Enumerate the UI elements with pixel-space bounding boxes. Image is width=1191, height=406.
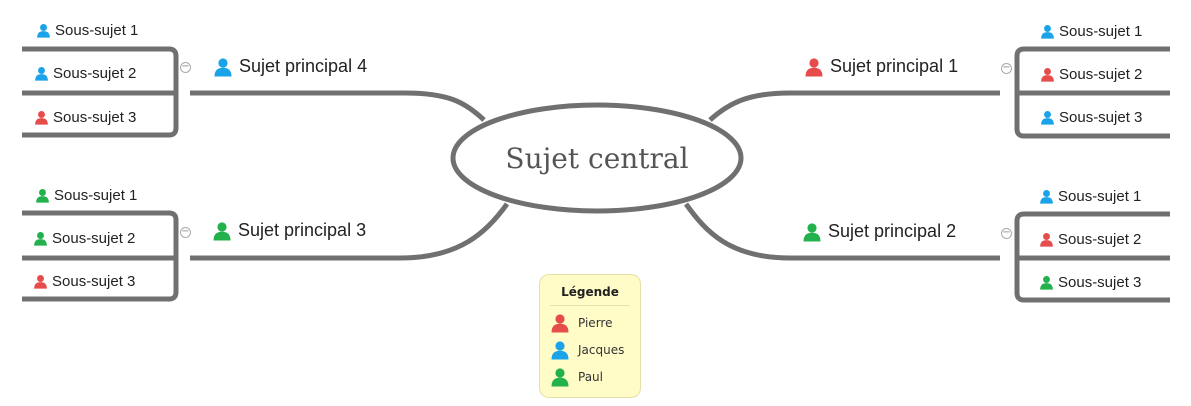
subtopic-3-1[interactable]: Sous-sujet 1 xyxy=(35,187,137,204)
subtopic-bracket-1 xyxy=(1014,46,1170,139)
person-icon xyxy=(212,221,232,241)
person-icon xyxy=(1040,67,1055,82)
subtopic-2-3[interactable]: Sous-sujet 3 xyxy=(1039,274,1141,291)
person-icon xyxy=(1040,110,1055,125)
collapse-toggle-topic-4[interactable]: − xyxy=(180,61,191,73)
legend-item-label: Paul xyxy=(578,369,603,384)
subtopic-4-3[interactable]: Sous-sujet 3 xyxy=(34,109,136,126)
subtopic-bracket-4 xyxy=(22,46,179,138)
person-icon xyxy=(550,340,570,360)
person-icon xyxy=(1039,275,1054,290)
person-icon xyxy=(33,274,48,289)
main-topic-3-label: Sujet principal 3 xyxy=(238,220,367,240)
collapse-toggle-topic-2[interactable]: − xyxy=(1001,227,1012,239)
subtopic-label: Sous-sujet 3 xyxy=(1059,109,1143,126)
branch-topic-3 xyxy=(190,202,510,261)
subtopic-bracket-3 xyxy=(22,210,179,302)
subtopic-label: Sous-sujet 1 xyxy=(1059,23,1143,40)
person-icon xyxy=(35,188,50,203)
subtopic-bracket-2 xyxy=(1014,211,1170,303)
person-icon xyxy=(550,313,570,333)
subtopic-label: Sous-sujet 2 xyxy=(52,230,136,247)
person-icon xyxy=(213,57,233,77)
subtopic-label: Sous-sujet 1 xyxy=(1058,188,1142,205)
branch-topic-2 xyxy=(683,202,1000,261)
person-icon xyxy=(1039,189,1054,204)
main-topic-2[interactable]: Sujet principal 2 xyxy=(802,221,956,242)
person-icon xyxy=(550,367,570,387)
central-topic[interactable]: Sujet central xyxy=(505,141,689,175)
subtopic-label: Sous-sujet 3 xyxy=(1058,274,1142,291)
main-topic-4[interactable]: Sujet principal 4 xyxy=(213,56,367,77)
subtopic-label: Sous-sujet 2 xyxy=(1058,231,1142,248)
person-icon xyxy=(802,222,822,242)
subtopic-2-1[interactable]: Sous-sujet 1 xyxy=(1039,188,1141,205)
subtopic-label: Sous-sujet 1 xyxy=(54,187,138,204)
legend-item-label: Jacques xyxy=(578,342,625,357)
central-topic-shape xyxy=(450,102,744,214)
main-topic-1-label: Sujet principal 1 xyxy=(830,56,959,76)
collapse-toggle-topic-1[interactable]: − xyxy=(1001,62,1012,74)
person-icon xyxy=(33,231,48,246)
subtopic-3-3[interactable]: Sous-sujet 3 xyxy=(33,273,135,290)
subtopic-4-2[interactable]: Sous-sujet 2 xyxy=(34,65,136,82)
legend-box: Légende Pierre Jacques Paul xyxy=(539,274,641,398)
main-topic-1[interactable]: Sujet principal 1 xyxy=(804,56,958,77)
person-icon xyxy=(804,57,824,77)
subtopic-1-1[interactable]: Sous-sujet 1 xyxy=(1040,23,1142,40)
person-icon xyxy=(1040,24,1055,39)
main-topic-2-label: Sujet principal 2 xyxy=(828,221,957,241)
main-topic-4-label: Sujet principal 4 xyxy=(239,56,368,76)
branch-topic-4 xyxy=(190,90,486,122)
subtopic-4-1[interactable]: Sous-sujet 1 xyxy=(36,22,138,39)
person-icon xyxy=(1039,232,1054,247)
person-icon xyxy=(34,110,49,125)
subtopic-label: Sous-sujet 2 xyxy=(53,65,137,82)
legend-item-paul: Paul xyxy=(540,363,640,390)
legend-item-pierre: Pierre xyxy=(540,309,640,336)
person-icon xyxy=(36,23,51,38)
subtopic-1-3[interactable]: Sous-sujet 3 xyxy=(1040,109,1142,126)
subtopic-3-2[interactable]: Sous-sujet 2 xyxy=(33,230,135,247)
legend-item-label: Pierre xyxy=(578,315,613,330)
subtopic-label: Sous-sujet 3 xyxy=(52,273,136,290)
main-topic-3[interactable]: Sujet principal 3 xyxy=(212,220,366,241)
subtopic-label: Sous-sujet 2 xyxy=(1059,66,1143,83)
legend-item-jacques: Jacques xyxy=(540,336,640,363)
subtopic-label: Sous-sujet 3 xyxy=(53,109,137,126)
person-icon xyxy=(34,66,49,81)
legend-divider xyxy=(550,305,630,306)
collapse-toggle-topic-3[interactable]: − xyxy=(180,226,191,238)
subtopic-label: Sous-sujet 1 xyxy=(55,22,139,39)
legend-title: Légende xyxy=(561,285,619,299)
branch-topic-1 xyxy=(708,90,1000,122)
subtopic-1-2[interactable]: Sous-sujet 2 xyxy=(1040,66,1142,83)
subtopic-2-2[interactable]: Sous-sujet 2 xyxy=(1039,231,1141,248)
